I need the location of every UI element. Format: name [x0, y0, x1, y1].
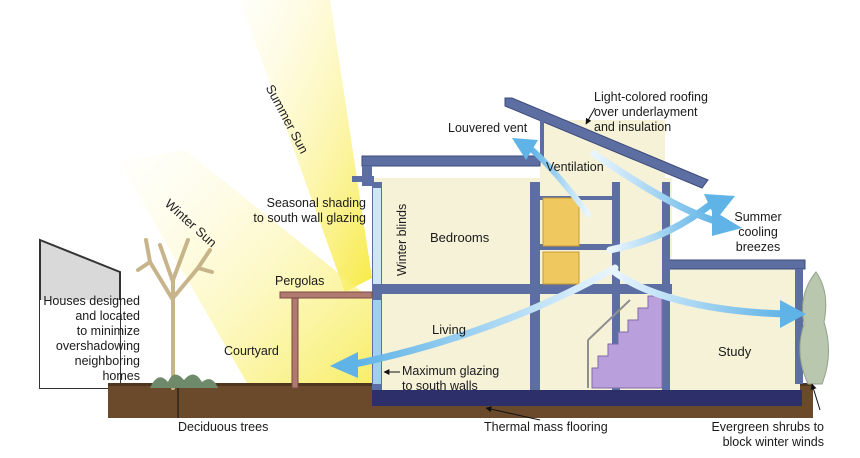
leader-lines [177, 107, 821, 421]
thermal-mass-floor-slab [372, 390, 802, 406]
deciduous-tree [136, 238, 214, 390]
louvered-vent-label: Louvered vent [448, 121, 528, 135]
seasonal-shading-label: Seasonal shading to south wall glazing [253, 196, 366, 225]
upper-floor [372, 284, 672, 294]
bedroom-roof [361, 155, 541, 167]
summer-breezes-label: Summer cooling breezes [734, 210, 782, 254]
max-glazing-label: Maximum glazing to south walls [402, 364, 500, 393]
ventilation-label: Ventilation [546, 160, 604, 174]
houses-designed-label: Houses designed and located to minimize … [43, 294, 140, 383]
courtyard-label: Courtyard [224, 344, 279, 358]
pergola-beam [279, 291, 373, 299]
ground-shrubs [150, 374, 218, 388]
pergolas-label: Pergolas [275, 274, 325, 288]
living-label: Living [432, 322, 466, 337]
staircase [587, 295, 663, 389]
louvered-vent-opening [540, 118, 544, 158]
upper-door [542, 197, 580, 247]
study-roof [664, 259, 806, 270]
winter-blinds [373, 188, 381, 284]
seasonal-shading-eave [352, 176, 374, 182]
winter-sun-beam [118, 150, 372, 388]
winter-blinds-label: Winter blinds [395, 203, 409, 276]
evergreen-shrub [799, 271, 830, 385]
deciduous-trees-label: Deciduous trees [178, 420, 269, 434]
bedrooms-label: Bedrooms [430, 230, 490, 245]
thermal-mass-label: Thermal mass flooring [484, 420, 608, 434]
main-sloped-roof [504, 97, 709, 189]
summer-sun-beam [240, 0, 372, 292]
study-label: Study [718, 344, 752, 359]
evergreen-shrubs-label: Evergreen shrubs to block winter winds [711, 420, 824, 449]
light-roofing-label: Light-colored roofing over underlayment … [594, 90, 708, 134]
airflow-arrows [330, 138, 806, 378]
